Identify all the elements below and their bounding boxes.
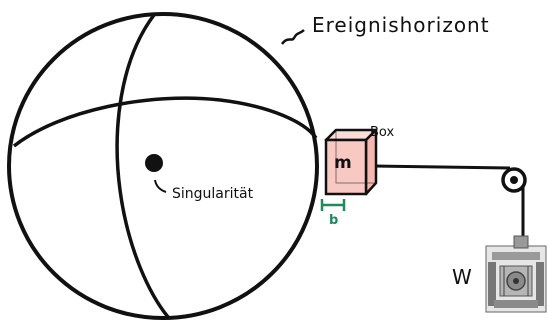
- machine-picture: [485, 235, 547, 313]
- event-horizon-sphere: [7, 12, 319, 320]
- singularity-pointer: [154, 179, 167, 193]
- machine-label: W: [452, 265, 472, 289]
- horizon-label: Ereignishorizont: [312, 13, 490, 37]
- sphere-outline: [7, 12, 319, 320]
- box-label: Box: [370, 125, 394, 140]
- singularity-dot: [145, 154, 163, 172]
- box-hidden-edge: [335, 130, 376, 184]
- box-front-face: [324, 138, 368, 196]
- width-measure: [320, 199, 346, 211]
- box-cube: m: [324, 128, 378, 196]
- sphere-meridian: [115, 13, 170, 319]
- rope: [375, 164, 511, 170]
- horizon-squiggle: [281, 29, 305, 45]
- sphere-equator: [12, 96, 318, 148]
- singularity-label: Singularität: [172, 186, 254, 202]
- width-label: b: [329, 213, 338, 228]
- pulley-icon: [501, 167, 527, 193]
- mass-label: m: [334, 153, 352, 173]
